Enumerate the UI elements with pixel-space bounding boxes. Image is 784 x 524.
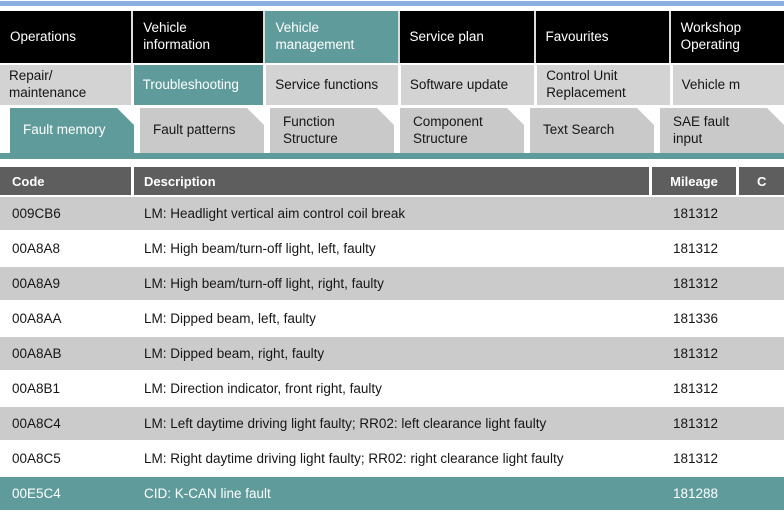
fault-extra-cell [739,372,784,405]
menu-item-vehicle-information[interactable]: Vehicle information [133,11,266,63]
submenu-item-label: Control Unit Replacement [546,68,626,100]
fault-extra-cell [739,267,784,300]
fault-mileage-cell: 181312 [672,416,719,431]
submenu-item-vehicle-m[interactable]: Vehicle m [672,65,784,105]
tab-text-search[interactable]: Text Search [530,108,654,153]
fault-extra-cell [739,197,784,230]
menu-item-label: Workshop Operating [680,20,742,52]
fault-mileage-cell: 181312 [672,276,719,291]
fault-code-cell: 00A8A9 [12,276,61,291]
submenu-item-troubleshooting[interactable]: Troubleshooting [133,65,264,105]
tab-label: SAE fault input [673,114,730,146]
table-body: 009CB6 LM: Headlight vertical aim control… [0,197,784,510]
tab-label: Text Search [543,122,615,138]
tab-label: Function Structure [283,114,338,146]
fault-code-cell: 00A8AA [12,311,62,326]
fault-code-cell: 009CB6 [12,206,61,221]
table-row[interactable]: 00A8B1 LM: Direction indicator, front rig… [0,372,784,405]
tab-function-structure[interactable]: Function Structure [270,108,394,153]
fault-code-cell: 00E5C4 [12,486,61,501]
table-row[interactable]: 00A8A9 LM: High beam/turn-off light, righ… [0,267,784,300]
table-row[interactable]: 00E5C4 CID: K-CAN line fault 181288 [0,477,784,510]
fault-extra-cell [739,407,784,440]
menu-item-label: Vehicle information [143,20,210,52]
submenu-item-service-functions[interactable]: Service functions [266,65,398,105]
fault-description-cell: LM: Headlight vertical aim control coil … [144,206,406,221]
submenu-item-control-unit-replacement[interactable]: Control Unit Replacement [537,65,670,105]
fault-description-cell: LM: Direction indicator, front right, fa… [144,381,382,396]
table-row[interactable]: 00A8AA LM: Dipped beam, left, faulty 18133… [0,302,784,335]
menu-item-workshop-operating[interactable]: Workshop Operating [671,11,784,63]
menu-item-vehicle-management[interactable]: Vehicle management [265,11,400,63]
fault-extra-cell [739,442,784,475]
menu-item-operations[interactable]: Operations [0,11,134,63]
fault-description-cell: LM: Dipped beam, right, faulty [144,346,325,361]
menu-divider [0,63,784,65]
tab-fault-memory[interactable]: Fault memory [10,108,134,153]
primary-menu: Operations Vehicle information Vehicle man… [0,11,784,63]
submenu-item-label: Service functions [275,76,379,92]
column-header-mileage[interactable]: Mileage [652,167,739,195]
table-row[interactable]: 00A8C4 LM: Left daytime driving light fau… [0,407,784,440]
column-header-description[interactable]: Description [134,167,652,195]
fault-mileage-cell: 181288 [672,486,719,501]
menu-item-label: Operations [10,28,77,44]
submenu-item-software-update[interactable]: Software update [400,65,535,105]
fault-description-cell: LM: Dipped beam, left, faulty [144,311,316,326]
fault-description-cell: CID: K-CAN line fault [144,486,271,501]
menu-item-favourites[interactable]: Favourites [536,11,671,63]
fault-extra-cell [739,337,784,370]
submenu-divider [0,105,784,108]
submenu-item-label: Repair/ maintenance [9,68,87,100]
window-top-strip-blue [0,1,784,6]
fault-extra-cell [739,232,784,265]
fault-code-cell: 00A8C5 [12,451,61,466]
tab-label: Component Structure [413,114,483,146]
tab-label: Fault patterns [153,122,236,138]
fault-mileage-cell: 181336 [672,311,719,326]
window-top-strip [0,1,784,11]
fault-description-cell: LM: High beam/turn-off light, left, faul… [144,241,376,256]
fault-description-cell: LM: Right daytime driving light faulty; … [144,451,564,466]
fault-mileage-cell: 181312 [672,381,719,396]
column-header-c[interactable]: C [757,173,767,189]
fault-description-cell: LM: High beam/turn-off light, right, fau… [144,276,384,291]
submenu-item-label: Vehicle m [681,76,741,92]
submenu-item-label: Troubleshooting [142,76,239,92]
fault-code-cell: 00A8A8 [12,241,61,256]
fault-code-cell: 00A8B1 [12,381,61,396]
submenu-item-label: Software update [409,76,509,92]
fault-extra-cell [739,302,784,335]
submenu-item-repair-maintenance[interactable]: Repair/ maintenance [0,65,131,105]
tab-fault-patterns[interactable]: Fault patterns [140,108,264,153]
fault-mileage-cell: 181312 [672,206,719,221]
tab-label: Fault memory [23,122,106,138]
tab-sae-fault-input[interactable]: SAE fault input [660,108,784,153]
secondary-menu: Repair/ maintenance Troubleshooting Servic… [0,65,784,105]
tab-bar: Fault memory Fault patterns Function Struc… [0,108,784,153]
table-row[interactable]: 00A8AB LM: Dipped beam, right, faulty 1813… [0,337,784,370]
menu-item-service-plan[interactable]: Service plan [400,11,536,63]
menu-item-label: Vehicle management [275,20,355,52]
table-row[interactable]: 00A8C5 LM: Right daytime driving light fa… [0,442,784,475]
table-row[interactable]: 00A8A8 LM: High beam/turn-off light, left… [0,232,784,265]
fault-mileage-cell: 181312 [672,241,719,256]
fault-description-cell: LM: Left daytime driving light faulty; R… [144,416,547,431]
panel-top-border [0,153,784,159]
fault-mileage-cell: 181312 [672,451,719,466]
menu-item-label: Favourites [545,28,609,44]
column-header-code[interactable]: Code [0,167,134,195]
menu-item-label: Service plan [409,28,484,44]
tab-component-structure[interactable]: Component Structure [400,108,524,153]
fault-code-cell: 00A8C4 [12,416,61,431]
fault-extra-cell [739,477,784,510]
fault-code-cell: 00A8AB [12,346,62,361]
table-row[interactable]: 009CB6 LM: Headlight vertical aim control… [0,197,784,230]
fault-mileage-cell: 181312 [672,346,719,361]
